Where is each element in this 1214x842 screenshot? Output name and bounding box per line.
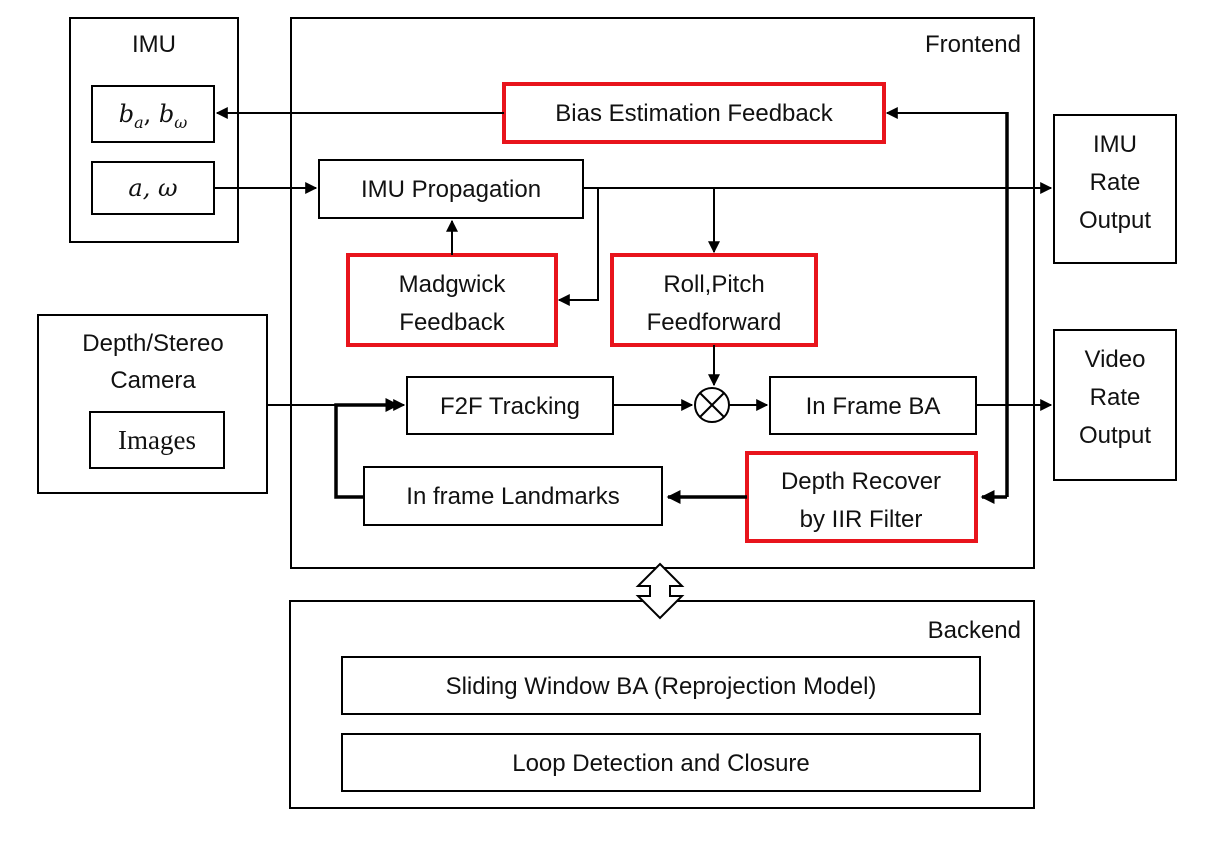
video-rate-line3: Output [1079, 422, 1151, 449]
images-box [89, 411, 225, 469]
camera-title-line1: Depth/Stereo [82, 330, 223, 357]
video-rate-output-box [1053, 329, 1177, 481]
images-label: Images [118, 425, 196, 455]
double-arrow-icon [635, 562, 685, 620]
f2f-tracking-label: F2F Tracking [440, 393, 580, 420]
bias-estimation-feedback-box [502, 82, 886, 144]
imu-propagation-box [318, 159, 584, 219]
roll-pitch-line1: Roll,Pitch [663, 271, 764, 298]
in-frame-landmarks-label: In frame Landmarks [406, 483, 619, 510]
camera-title-line2: Camera [110, 367, 196, 394]
camera-block [37, 314, 268, 494]
sliding-window-ba-box [341, 656, 981, 715]
bias-estimation-feedback-label: Bias Estimation Feedback [555, 100, 833, 127]
depth-recover-line2: by IIR Filter [800, 506, 923, 533]
imu-bias-label: ba, bω [119, 100, 188, 132]
in-frame-ba-label: In Frame BA [806, 393, 941, 420]
madgwick-line1: Madgwick [399, 271, 507, 298]
roll-pitch-line2: Feedforward [647, 309, 782, 336]
arrow-landmarks-to-f2f [334, 398, 400, 499]
imu-title: IMU [132, 31, 176, 58]
imu-measurement-label: a, ω [128, 174, 177, 202]
loop-detection-box [341, 733, 981, 792]
video-rate-line1: Video [1085, 346, 1146, 373]
video-rate-line2: Rate [1090, 384, 1141, 411]
sliding-window-ba-label: Sliding Window BA (Reprojection Model) [446, 673, 877, 700]
madgwick-feedback-box [346, 253, 558, 347]
imu-rate-output-box [1053, 114, 1177, 264]
roll-pitch-feedforward-box [610, 253, 818, 347]
loop-detection-label: Loop Detection and Closure [512, 750, 810, 777]
in-frame-landmarks-box [363, 466, 663, 526]
imu-measurement-box [91, 161, 215, 215]
f2f-tracking-box [406, 376, 614, 435]
arrow-propagation-to-madgwick [557, 188, 599, 306]
imu-rate-line3: Output [1079, 207, 1151, 234]
connectors [214, 107, 1053, 504]
imu-rate-line1: IMU [1093, 131, 1137, 158]
imu-rate-line2: Rate [1090, 169, 1141, 196]
madgwick-line2: Feedback [399, 309, 505, 336]
imu-propagation-label: IMU Propagation [361, 176, 541, 203]
in-frame-ba-box [769, 376, 977, 435]
depth-recover-box [745, 451, 978, 543]
circle-times-icon [694, 387, 730, 423]
imu-bias-box [91, 85, 215, 143]
backend-title: Backend [928, 617, 1021, 644]
depth-recover-line1: Depth Recover [781, 468, 941, 495]
frontend-title: Frontend [925, 31, 1021, 58]
